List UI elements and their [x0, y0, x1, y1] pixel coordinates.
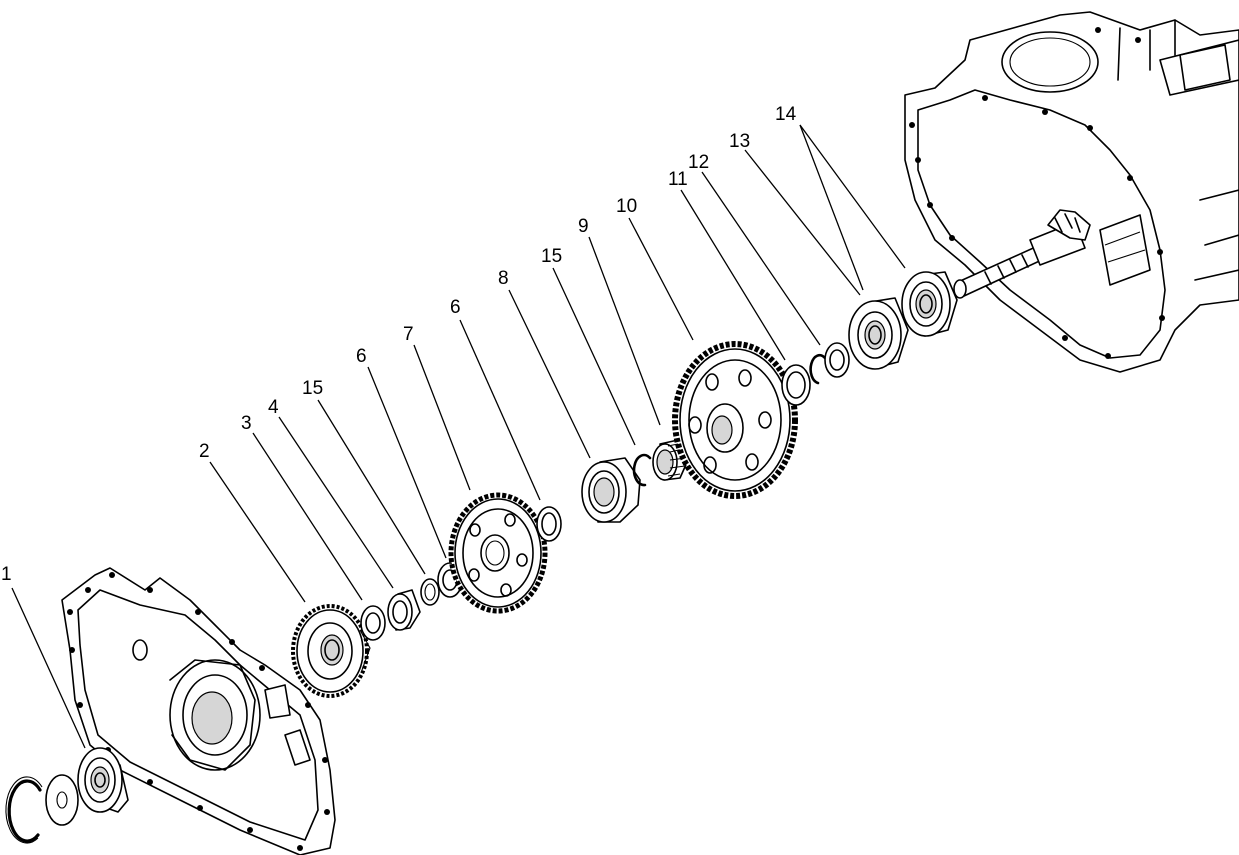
part-15-snap-ring [420, 578, 440, 606]
part-14-bearing [901, 271, 958, 337]
part-8-bearing [581, 457, 641, 523]
part-6-washer-b [536, 506, 562, 542]
part-15-snap-ring-b [632, 453, 652, 487]
callout-15a: 15 [302, 378, 323, 399]
part-2-small-gear [291, 604, 371, 698]
part-4-bushing [387, 589, 421, 631]
callout-7: 7 [403, 324, 414, 345]
callout-6a: 6 [356, 346, 367, 367]
callout-2: 2 [199, 441, 210, 462]
callout-11: 11 [668, 169, 688, 190]
callout-15b: 15 [541, 246, 562, 267]
callout-labels: 1 2 3 4 15 6 7 6 8 15 9 10 11 12 13 14 [1, 104, 797, 585]
part-12-washer [824, 342, 850, 378]
part-1-bearing-assembly [5, 747, 129, 844]
part-11-ring [781, 364, 811, 406]
leader-lines [11, 124, 906, 749]
output-shaft [953, 209, 1091, 299]
callout-1: 1 [1, 564, 12, 585]
part-12-snap-ring [809, 353, 827, 385]
part-13-bearing [848, 297, 909, 370]
transmission-housing [904, 11, 1239, 373]
part-3-ring [360, 605, 386, 641]
callout-10: 10 [616, 196, 637, 217]
callout-3: 3 [241, 413, 252, 434]
callout-13: 13 [729, 131, 750, 152]
part-10-large-gear [672, 341, 798, 499]
callout-14: 14 [775, 104, 797, 125]
part-7-medium-gear [448, 492, 548, 614]
callout-8: 8 [498, 268, 509, 289]
callout-6b: 6 [450, 297, 461, 318]
callout-9: 9 [578, 216, 589, 237]
callout-12: 12 [688, 152, 709, 173]
callout-4: 4 [268, 397, 279, 418]
rear-cover [61, 567, 336, 855]
